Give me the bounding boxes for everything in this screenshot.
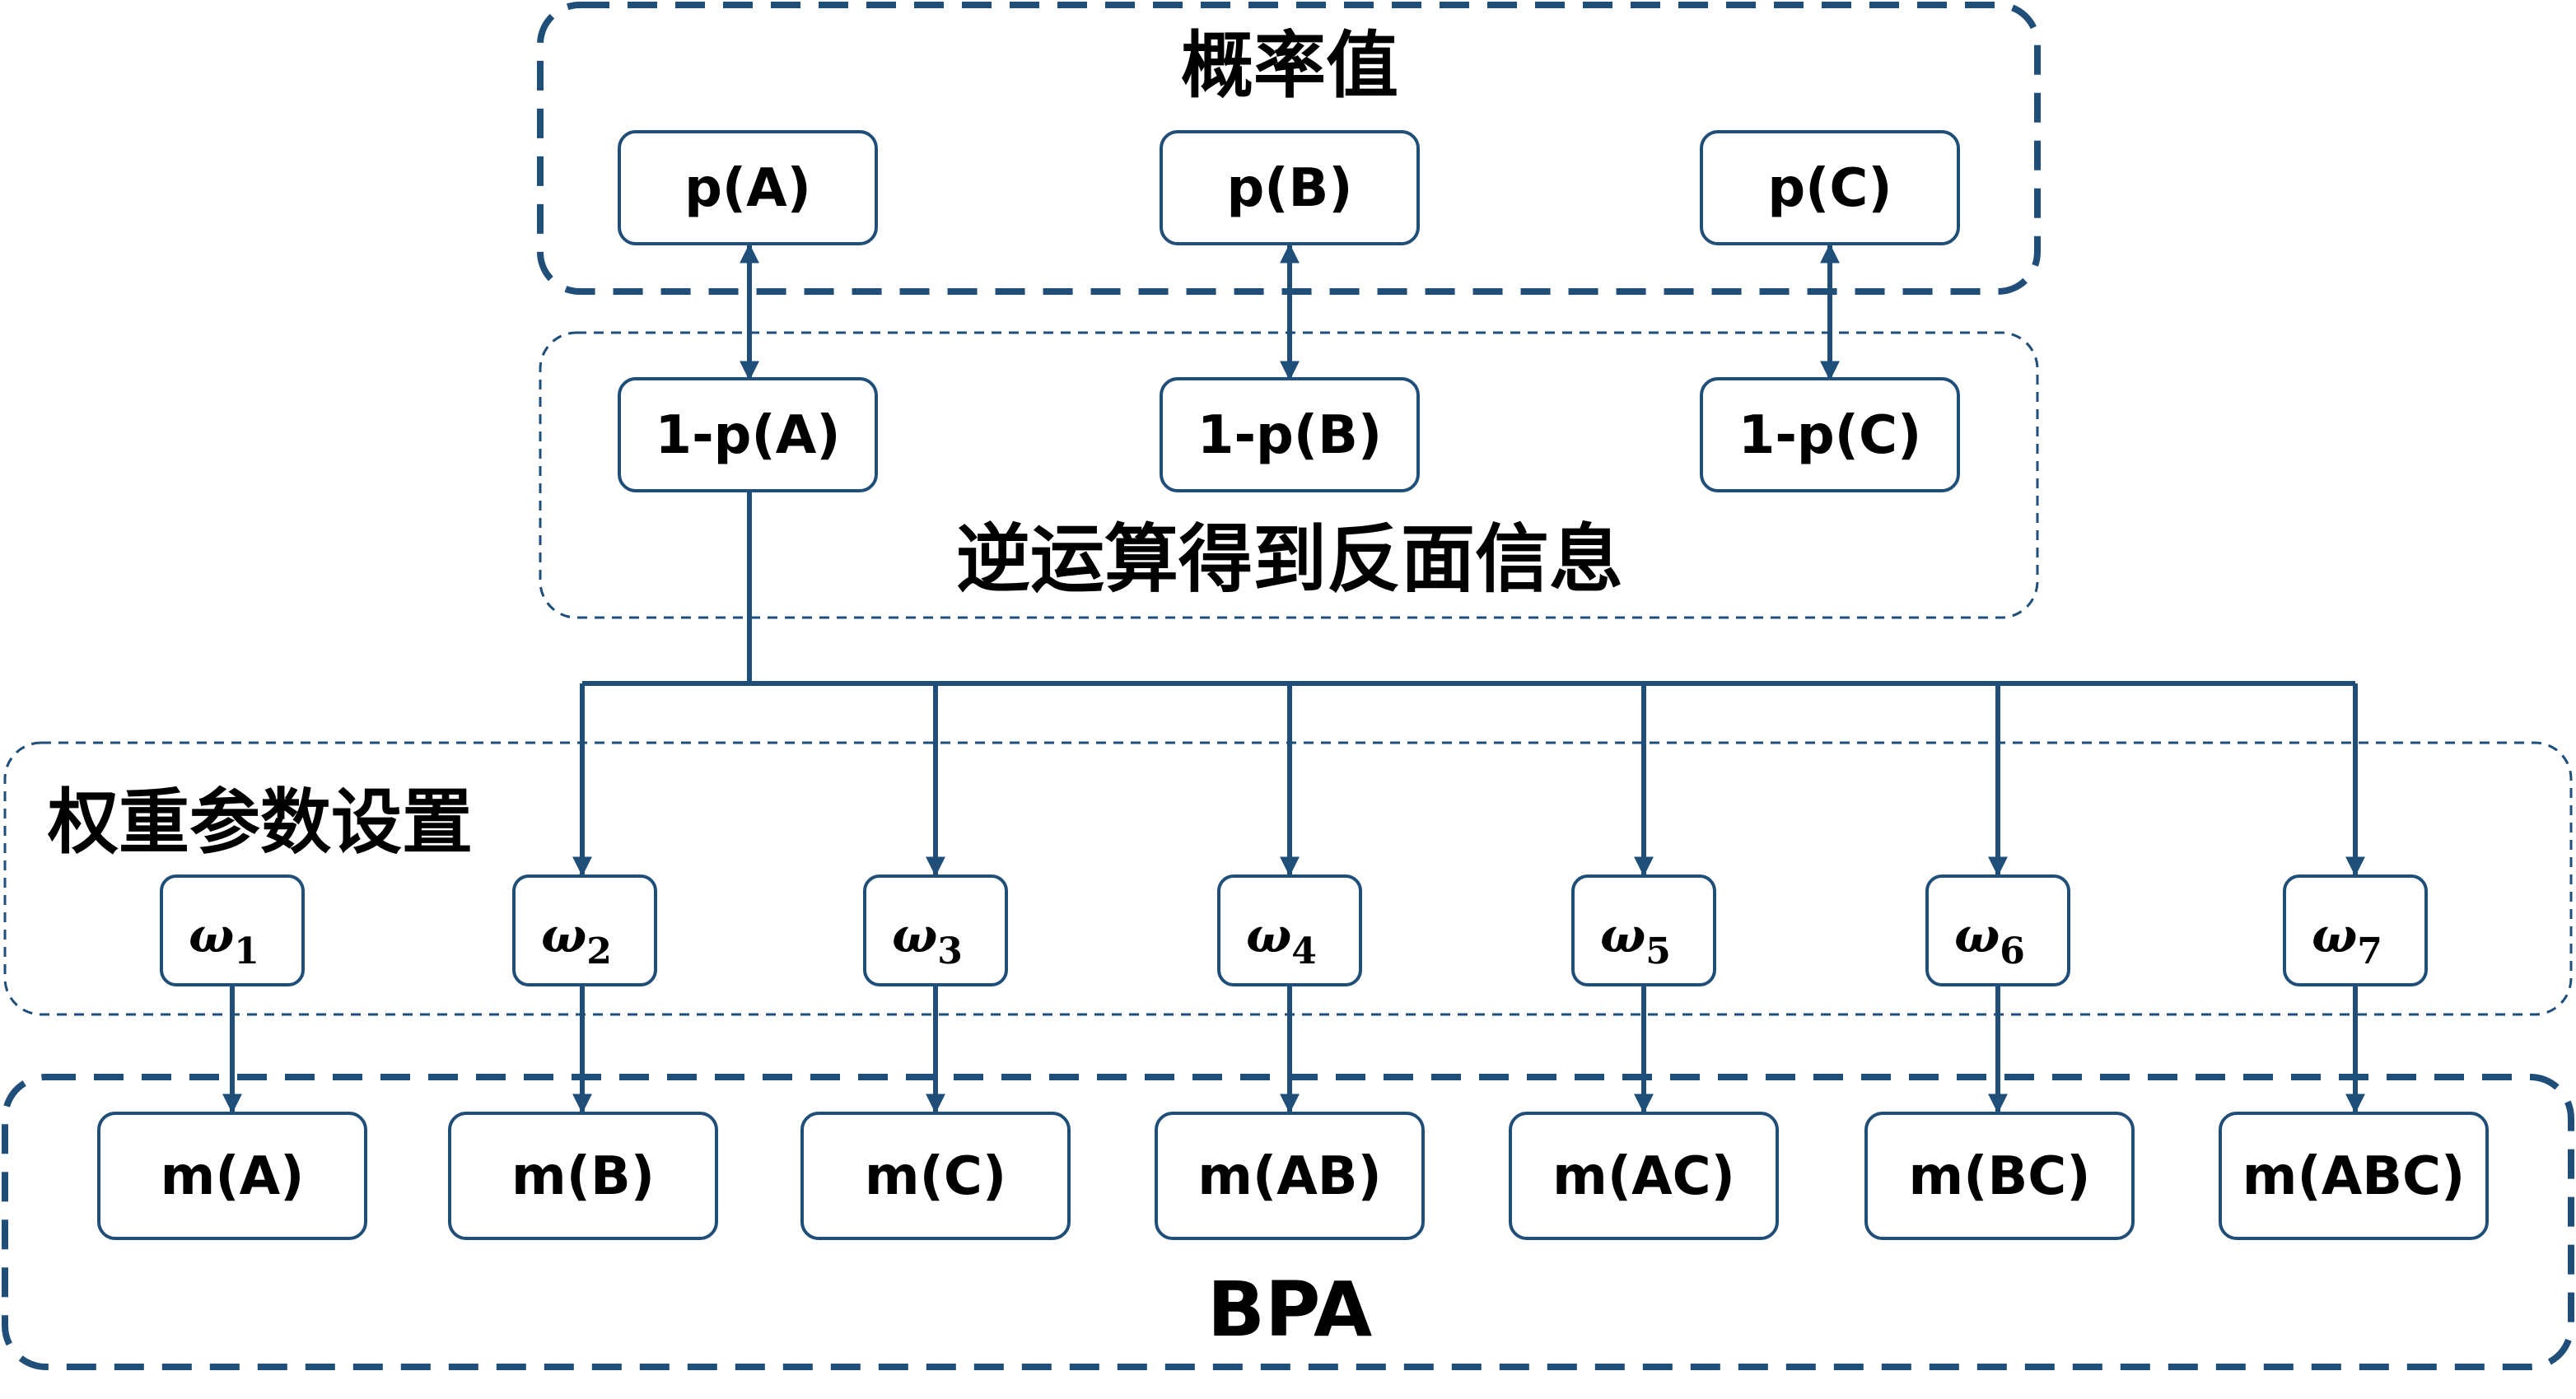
weight-mass-links: [222, 985, 2365, 1114]
weight-symbol: ω: [2312, 907, 2357, 963]
weight-subscript: 2: [586, 930, 612, 972]
weight-subscript: 3: [937, 930, 963, 972]
weight-node-label: ω5: [1600, 907, 1671, 972]
mass-node-label: m(A): [161, 1146, 305, 1207]
weight-symbol: ω: [189, 907, 234, 963]
weight-symbol: ω: [892, 907, 937, 963]
mass-node-label: m(BC): [1909, 1146, 2091, 1207]
probability-group-title: 概率值: [1181, 23, 1398, 108]
mass-node-label: m(C): [865, 1146, 1006, 1207]
mass-node: m(ABC): [2219, 1112, 2489, 1240]
weight-node: ω7: [2283, 874, 2428, 986]
complement-node-label: 1-p(C): [1738, 405, 1921, 466]
weight-node: ω1: [160, 874, 305, 986]
weight-node-label: ω1: [189, 907, 259, 972]
weight-subscript: 1: [234, 930, 259, 972]
complement-node: 1-p(C): [1700, 377, 1960, 492]
weight-symbol: ω: [1246, 907, 1291, 963]
probability-node-label: p(B): [1226, 158, 1352, 219]
weight-subscript: 4: [1291, 930, 1317, 972]
mass-node-label: m(B): [511, 1146, 655, 1207]
weight-subscript: 6: [2000, 930, 2025, 972]
probability-node-label: p(C): [1767, 158, 1892, 219]
probability-node-label: p(A): [684, 158, 811, 219]
mass-node-label: m(AC): [1552, 1146, 1735, 1207]
mass-node-label: m(ABC): [2242, 1146, 2465, 1207]
complement-node-label: 1-p(A): [656, 405, 841, 466]
weight-node: ω2: [512, 874, 657, 986]
mass-node: m(BC): [1864, 1112, 2135, 1240]
weight-node: ω4: [1217, 874, 1362, 986]
weight-symbol: ω: [1954, 907, 2000, 963]
weights-group-title: 权重参数设置: [47, 781, 473, 864]
probability-node: p(B): [1160, 130, 1420, 245]
mass-node: m(AC): [1509, 1112, 1779, 1240]
complement-node-label: 1-p(B): [1197, 405, 1382, 466]
distribution-tree: [572, 491, 2365, 877]
mass-node: m(AB): [1155, 1112, 1425, 1240]
weight-node-label: ω4: [1246, 907, 1317, 972]
probability-node: p(C): [1700, 130, 1960, 245]
weight-node: ω3: [863, 874, 1008, 986]
weight-subscript: 7: [2357, 930, 2382, 972]
complement-node: 1-p(A): [618, 377, 878, 492]
mass-node: m(A): [97, 1112, 367, 1240]
weight-node-label: ω6: [1954, 907, 2025, 972]
complement-node: 1-p(B): [1160, 377, 1420, 492]
weight-symbol: ω: [1600, 907, 1645, 963]
complement-links: [740, 243, 1840, 381]
weight-subscript: 5: [1645, 930, 1671, 972]
weight-node-label: ω7: [2312, 907, 2382, 972]
mass-node: m(C): [800, 1112, 1071, 1240]
weight-symbol: ω: [541, 907, 586, 963]
weight-node-label: ω2: [541, 907, 612, 972]
weight-node: ω6: [1925, 874, 2070, 986]
mass-node: m(B): [448, 1112, 718, 1240]
weight-node-label: ω3: [892, 907, 963, 972]
weight-node: ω5: [1571, 874, 1716, 986]
mass-node-label: m(AB): [1197, 1146, 1382, 1207]
inverse-group-title: 逆运算得到反面信息: [956, 516, 1623, 603]
probability-node: p(A): [618, 130, 878, 245]
bpa-group-title: BPA: [1207, 1266, 1372, 1354]
